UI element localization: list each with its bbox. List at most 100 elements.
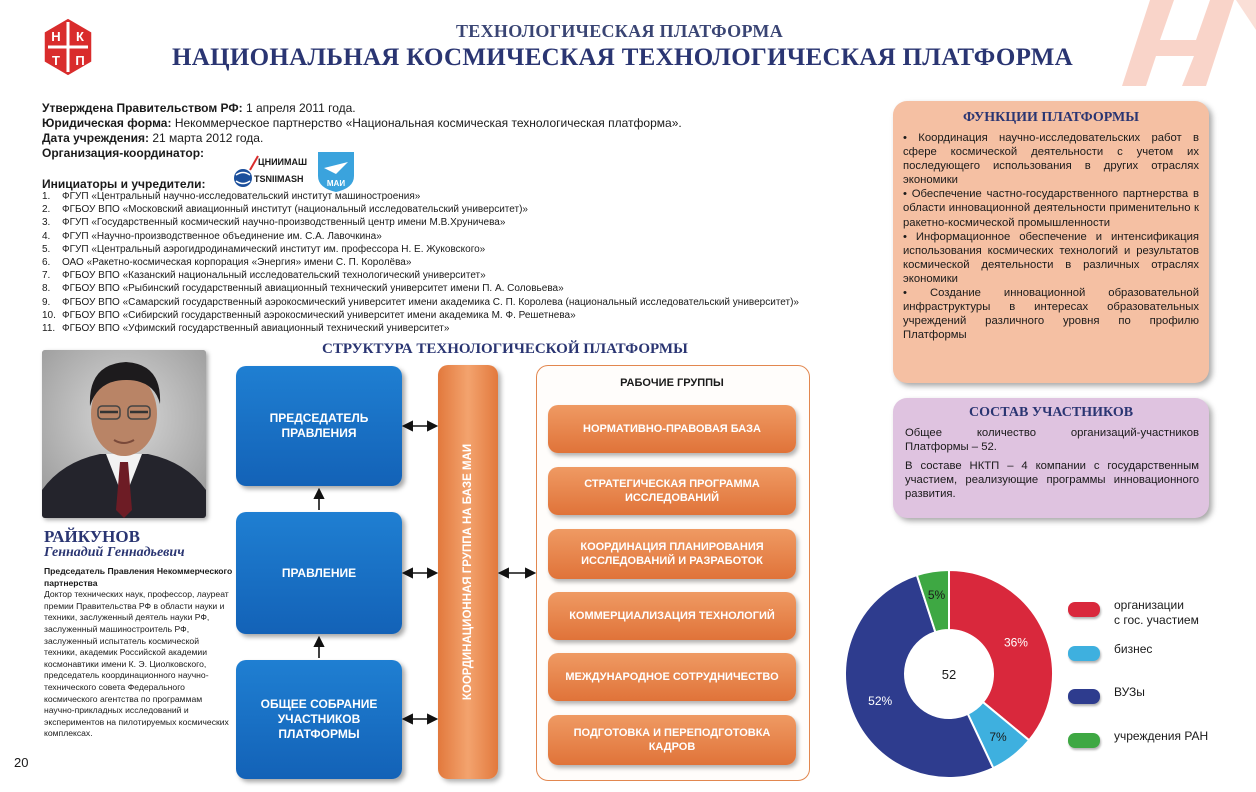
working-group-5: МЕЖДУНАРОДНОЕ СОТРУДНИЧЕСТВО (548, 653, 796, 701)
working-group-5-label: МЕЖДУНАРОДНОЕ СОТРУДНИЧЕСТВО (565, 671, 779, 683)
assembly-label: ОБЩЕЕ СОБРАНИЕ УЧАСТНИКОВ ПЛАТФОРМЫ (260, 697, 378, 741)
function-item: Координация научно-исследовательских раб… (903, 131, 1199, 187)
initiator-text: ФГБОУ ВПО «Самарский государственный аэр… (62, 296, 799, 308)
working-group-3: КООРДИНАЦИЯ ПЛАНИРОВАНИЯ ИССЛЕДОВАНИЙ И … (548, 529, 796, 579)
legend-label-line: с гос. участием (1114, 613, 1199, 627)
tsniimash-latin-text: TSNIIMASH (254, 174, 304, 184)
initiator-text: ФГУП «Центральный научно-исследовательск… (62, 191, 421, 202)
chair-box: ПРЕДСЕДАТЕЛЬ ПРАВЛЕНИЯ (236, 366, 402, 486)
page-number: 20 (14, 755, 29, 770)
working-group-1: НОРМАТИВНО-ПРАВОВАЯ БАЗА (548, 405, 796, 453)
initiator-text: ФГБОУ ВПО «Московский авиационный инстит… (62, 204, 528, 216)
initiator-text: ОАО «Ракетно-космическая корпорация «Эне… (62, 257, 412, 269)
watermark-logo (1122, 0, 1256, 86)
initiator-number: 10. (42, 309, 56, 321)
approved-line: Утверждена Правительством РФ: 1 апреля 2… (42, 101, 356, 116)
legend-label-4: учреждения РАН (1114, 729, 1208, 744)
working-groups-title: РАБОЧИЕ ГРУППЫ (620, 377, 724, 389)
legal-label: Юридическая форма: (42, 116, 172, 130)
participants-title: СОСТАВ УЧАСТНИКОВ (968, 405, 1134, 420)
pie-slice-label-1: 36% (1004, 635, 1028, 649)
functions-title: ФУНКЦИИ ПЛАТФОРМЫ (962, 110, 1139, 125)
initiator-item: 5.ФГУП «Центральный аэрогидродинамически… (42, 243, 799, 256)
board-box: ПРАВЛЕНИЕ (236, 512, 402, 634)
nktp-logo: Н К Т П (43, 17, 93, 77)
initiators-title: Инициаторы и учредители: (42, 177, 206, 191)
participants-panel: СОСТАВ УЧАСТНИКОВ Общее количество орган… (893, 398, 1209, 518)
tsniimash-text: ЦНИИМАШ (258, 157, 307, 167)
legend-label-3: ВУЗы (1114, 685, 1145, 700)
participants-pie-chart: 36%7%52%5% 52 (844, 568, 1054, 779)
initiator-number: 2. (42, 204, 51, 216)
initiator-item: 11. ФГБОУ ВПО «Уфимский государственный а… (42, 322, 799, 335)
logo-letter-4: П (75, 53, 84, 68)
chart-center-label: 52 (942, 667, 956, 682)
initiator-item: 8.ФГБОУ ВПО «Рыбинский государственный а… (42, 282, 799, 295)
initiator-text: ФГУП «Государственный космический научно… (62, 217, 506, 229)
mai-logo: МАИ (318, 152, 354, 192)
working-group-6-label: ПОДГОТОВКА И ПЕРЕПОДГОТОВКА КАДРОВ (573, 727, 771, 753)
initiator-item: 4. ФГУП «Научно-производственное объедине… (42, 230, 799, 243)
founded-line: Дата учреждения: 21 марта 2012 года. (42, 131, 263, 146)
initiator-item: 2. ФГБОУ ВПО «Московский авиационный инст… (42, 203, 799, 216)
initiator-text: ФГБОУ ВПО «Уфимский государственный авиа… (62, 323, 450, 335)
initiator-number: 7. (42, 270, 51, 282)
function-item: Обеспечение частно-государственного парт… (903, 187, 1199, 229)
person-name: Геннадий Геннадьевич (44, 545, 185, 560)
legal-value: Некоммерческое партнерство «Национальная… (171, 116, 682, 130)
person-bio-text: Доктор технических наук, профессор, лаур… (44, 589, 229, 739)
initiator-item: 6. ОАО «Ракетно-космическая корпорация «Э… (42, 256, 799, 269)
working-group-3-label: КООРДИНАЦИЯ ПЛАНИРОВАНИЯ ИССЛЕДОВАНИЙ И … (580, 541, 764, 567)
initiator-item: 7.ФГБОУ ВПО «Казанский национальный иссл… (42, 269, 799, 282)
approved-value: 1 апреля 2011 года. (242, 101, 356, 115)
header-title: НАЦИОНАЛЬНАЯ КОСМИЧЕСКАЯ ТЕХНОЛОГИЧЕСКАЯ… (172, 44, 1073, 71)
pie-slice-1 (948, 568, 1054, 742)
legal-line: Юридическая форма: Некоммерческое партне… (42, 116, 682, 131)
coordinator-logos: ЦНИИМАШ TSNIIMASH МАИ (234, 152, 354, 192)
board-label: ПРАВЛЕНИЕ (281, 565, 357, 580)
portrait-photo (42, 350, 206, 518)
legend-label-line: бизнес (1114, 642, 1153, 656)
founded-value: 21 марта 2012 года. (149, 131, 264, 145)
working-group-4: КОММЕРЦИАЛИЗАЦИЯ ТЕХНОЛОГИЙ (548, 592, 796, 640)
initiator-number: 4. (42, 230, 51, 242)
initiator-text: ФГУП «Научно-производственное объединени… (62, 230, 382, 242)
working-group-1-label: НОРМАТИВНО-ПРАВОВАЯ БАЗА (583, 423, 761, 435)
pie-slice-label-2: 7% (989, 730, 1007, 744)
initiator-item: 10.ФГБОУ ВПО «Сибирский государственный … (42, 309, 799, 322)
legend-label-line: организации (1114, 598, 1184, 612)
pie-slice-4 (915, 568, 950, 634)
working-group-2-label: СТРАТЕГИЧЕСКАЯ ПРОГРАММА ИССЛЕДОВАНИЙ (584, 478, 760, 504)
function-item: Информационное обеспечение и интенсифика… (903, 230, 1199, 286)
working-group-4-label: КОММЕРЦИАЛИЗАЦИЯ ТЕХНОЛОГИЙ (569, 610, 775, 622)
legend-swatch-2 (1068, 646, 1100, 661)
initiator-number: 1. (42, 191, 51, 202)
initiator-number: 3. (42, 217, 51, 229)
initiator-number: 9. (42, 296, 51, 308)
structure-title: СТРУКТУРА ТЕХНОЛОГИЧЕСКОЙ ПЛАТФОРМЫ (322, 341, 688, 357)
logo-letter-2: К (76, 29, 84, 44)
initiators-list: 1. ФГУП «Центральный научно-исследователь… (42, 190, 799, 335)
legend-label-line: учреждения РАН (1114, 729, 1209, 743)
person-surname: РАЙКУНОВ (44, 527, 140, 546)
working-group-2: СТРАТЕГИЧЕСКАЯ ПРОГРАММА ИССЛЕДОВАНИЙ (548, 467, 796, 515)
coordination-group-label: КООРДИНАЦИОННАЯ ГРУППА НА БАЗЕ МАИ (462, 443, 474, 701)
founded-label: Дата учреждения: (42, 131, 150, 145)
pie-slice-label-3: 52% (868, 694, 892, 708)
legend-label-line: ВУЗы (1114, 685, 1145, 699)
initiator-item: 1. ФГУП «Центральный научно-исследователь… (42, 190, 799, 203)
initiator-text: ФГУП «Центральный аэрогидродинамический … (62, 243, 486, 255)
legend-swatch-1 (1068, 602, 1100, 617)
initiator-text: ФГБОУ ВПО «Рыбинский государственный ави… (62, 283, 564, 295)
approved-label: Утверждена Правительством РФ: (42, 101, 243, 115)
initiator-number: 11. (42, 323, 56, 335)
assembly-box: ОБЩЕЕ СОБРАНИЕ УЧАСТНИКОВ ПЛАТФОРМЫ (236, 660, 402, 779)
coordinator-label: Организация-координатор: (42, 146, 205, 160)
legend-swatch-3 (1068, 689, 1100, 704)
logo-letter-1: Н (51, 29, 60, 44)
legend-label-2: бизнес (1114, 642, 1152, 657)
initiator-item: 3. ФГУП «Государственный космический науч… (42, 216, 799, 229)
initiator-item: 9. ФГБОУ ВПО «Самарский государственный а… (42, 296, 799, 309)
initiator-number: 6. (42, 257, 51, 269)
